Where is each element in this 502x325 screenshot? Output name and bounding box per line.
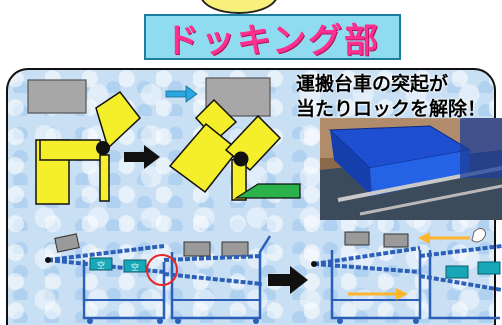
transition-arrow-2 [268,266,308,294]
empty-label-2: 空 [131,262,139,272]
caption: 運搬台車の突起が 当たりロックを解除！ [296,72,502,122]
title-banner: ドッキング部 [144,14,401,61]
cart-projection [233,183,301,199]
lock-state-locked [27,79,142,205]
caption-line-1: 運搬台車の突起が [296,73,449,95]
cart-block-gray [27,79,87,114]
page-title: ドッキング部 [165,20,380,61]
carts-before: 空 空 [45,233,272,324]
cart-block-gray-2 [205,77,271,117]
pivot-joint-2 [233,151,249,167]
pivot-joint [96,141,110,155]
lever-post [99,154,110,202]
lever-arm-main [168,122,240,194]
lever-arm-lower [39,139,105,161]
lock-state-released [168,77,301,201]
docking-point-highlight [146,254,178,286]
carts-after [311,227,502,324]
empty-label-1: 空 [97,260,105,270]
lever-arm-upper [95,90,142,150]
caption-line-2: 当たりロックを解除！ [296,98,487,120]
photo-blue-cart [320,118,502,220]
motion-arrow-cyan [165,85,198,103]
transition-arrow-1 [124,145,160,169]
